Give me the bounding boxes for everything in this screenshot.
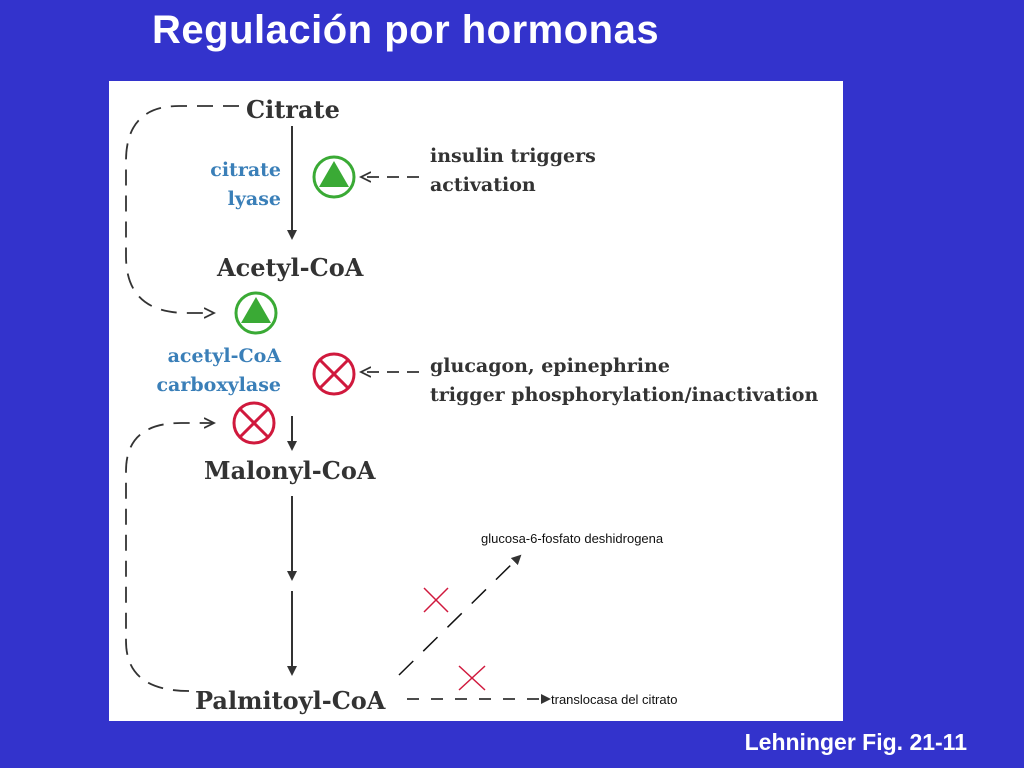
note-insulin-line2: activation: [430, 174, 536, 196]
diagram-panel: Citrate Acetyl-CoA Malonyl-CoA Palmitoyl…: [109, 81, 843, 721]
pathway-diagram: Citrate Acetyl-CoA Malonyl-CoA Palmitoyl…: [125, 95, 818, 715]
metabolite-palmitoyl-coa: Palmitoyl-CoA: [195, 686, 386, 715]
metabolite-malonyl-coa: Malonyl-CoA: [204, 456, 376, 485]
note-insulin-line1: insulin triggers: [430, 145, 596, 167]
enzyme-citrate-lyase-line1: citrate: [210, 159, 281, 181]
activation-triangle-icon: [312, 155, 356, 199]
target-g6pdh: glucosa-6-fosfato deshidrogena: [481, 531, 664, 546]
citrate-activation-loop: [125, 105, 239, 313]
slide-title: Regulación por hormonas: [152, 8, 660, 52]
inhibition-x-icon: [232, 401, 276, 445]
inhibition-x-icon: [312, 352, 356, 396]
palmitoyl-inhibition-loop: [125, 423, 214, 692]
activation-triangle-icon: [234, 291, 278, 335]
note-glucagon-line2: trigger phosphorylation/inactivation: [430, 384, 818, 406]
target-translocase: translocasa del citrato: [551, 692, 677, 707]
enzyme-acc-line2: carboxylase: [156, 374, 281, 396]
note-glucagon-line1: glucagon, epinephrine: [430, 355, 670, 377]
enzyme-citrate-lyase-line2: lyase: [228, 188, 281, 210]
g6pdh-inhibition-arrow: [398, 554, 522, 676]
red-cross-icon: [458, 665, 486, 691]
figure-credit: Lehninger Fig. 21-11: [744, 729, 967, 755]
metabolite-acetyl-coa: Acetyl-CoA: [216, 253, 364, 282]
red-cross-icon: [423, 587, 449, 613]
enzyme-acc-line1: acetyl-CoA: [168, 345, 282, 367]
metabolite-citrate: Citrate: [246, 95, 340, 124]
